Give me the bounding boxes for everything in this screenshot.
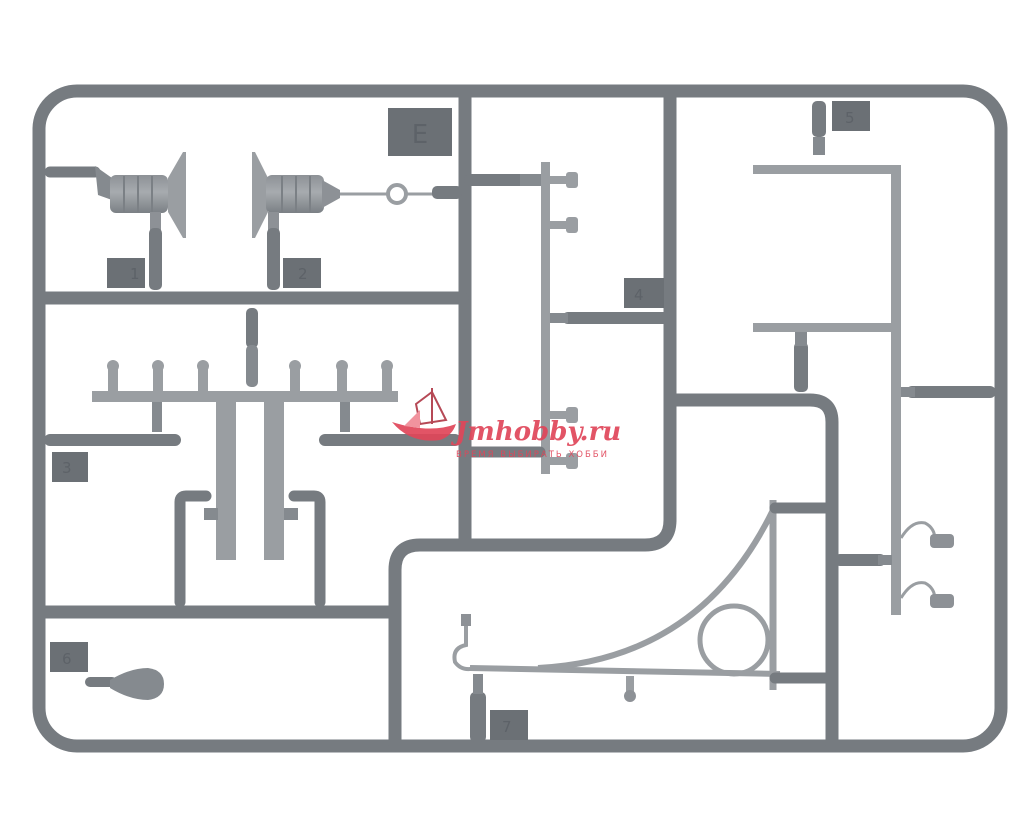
- part-6-knob: [85, 668, 164, 700]
- bar-pegs: [107, 360, 393, 391]
- part-5-bracket-frame: [753, 101, 996, 615]
- part-7-ornamental-bracket: [452, 500, 832, 742]
- sprue-letter: E: [412, 120, 428, 150]
- part-tag-4: [624, 278, 664, 308]
- watermark-tagline: ВРЕМЯ ВЫБИРАТЬ ХОББИ: [456, 450, 609, 460]
- part-number-5: 5: [845, 109, 855, 127]
- part-tag-6: [50, 642, 88, 672]
- runner-bent-right: [663, 393, 839, 752]
- ship-logo-icon: [392, 388, 456, 441]
- part-number-2: 2: [298, 265, 308, 283]
- part-number-7: 7: [502, 718, 512, 736]
- part-2-lamp: [252, 152, 462, 290]
- part-number-4: 4: [634, 286, 644, 304]
- sprue-letter-tag: [388, 108, 452, 156]
- part-tag-1: [107, 258, 145, 288]
- part-number-tags: E 1 2 3 4 5 6 7: [50, 101, 870, 740]
- part-tag-5: [832, 101, 870, 131]
- part-number-3: 3: [62, 459, 72, 477]
- watermark: Jmhobby.ru ВРЕМЯ ВЫБИРАТЬ ХОББИ: [392, 388, 621, 460]
- watermark-brand: Jmhobby.ru: [450, 417, 621, 447]
- part-number-1: 1: [130, 265, 140, 283]
- runner-stepped: [388, 513, 677, 752]
- part-4-vertical-rod: [464, 162, 670, 474]
- sprue-frame: [32, 84, 1008, 753]
- part-3-bar-assembly: [44, 308, 461, 608]
- part-tag-7: [490, 710, 528, 740]
- part-tag-2: [283, 258, 321, 288]
- part-number-6: 6: [62, 650, 72, 668]
- sprue-outer-frame: [32, 84, 1008, 753]
- part-1-lamp: [44, 152, 186, 290]
- part-tag-3: [52, 452, 88, 482]
